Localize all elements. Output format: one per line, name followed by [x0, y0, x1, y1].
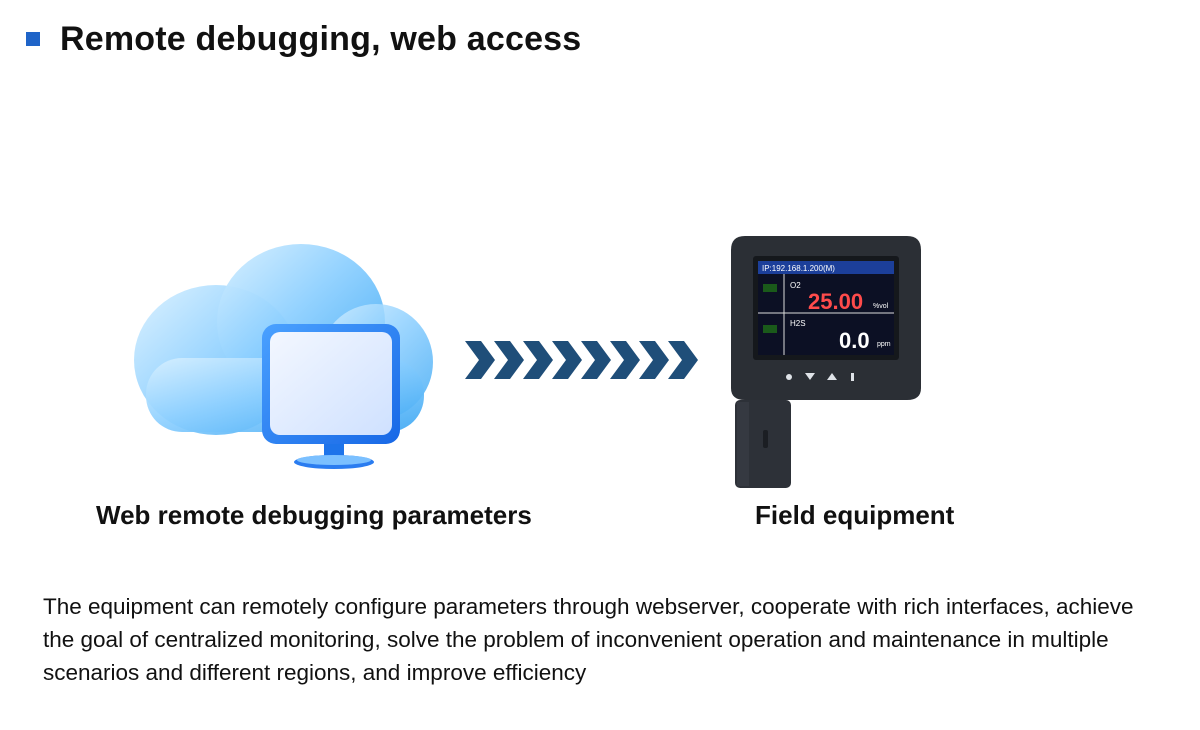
device-ch2-name: H2S: [790, 319, 806, 328]
field-equipment-caption: Field equipment: [755, 500, 955, 530]
field-device-icon: IP:192.168.1.200(M) O2 25.00 %vol H2S 0.…: [725, 230, 930, 490]
device-ch2-unit: ppm: [877, 341, 891, 348]
monitor-shape: [262, 324, 400, 469]
device-mount: [735, 400, 791, 488]
device-ch1-value: 25.00: [808, 289, 863, 314]
title-bullet-icon: [26, 32, 40, 46]
web-remote-debugging-caption: Web remote debugging parameters: [96, 500, 532, 530]
cloud-monitor-icon: [128, 240, 438, 470]
description-text: The equipment can remotely configure par…: [43, 594, 1134, 685]
arrow-chevrons-icon: [463, 338, 703, 382]
device-ip-label: IP:192.168.1.200(M): [762, 264, 835, 273]
page-title: Remote debugging, web access: [60, 20, 582, 58]
device-ch1-name: O2: [790, 281, 801, 290]
device-ch2-value: 0.0: [839, 328, 870, 353]
device-ch1-unit: %vol: [873, 303, 889, 310]
device-body: IP:192.168.1.200(M) O2 25.00 %vol H2S 0.…: [731, 236, 921, 400]
page-header: Remote debugging, web access: [26, 22, 581, 56]
